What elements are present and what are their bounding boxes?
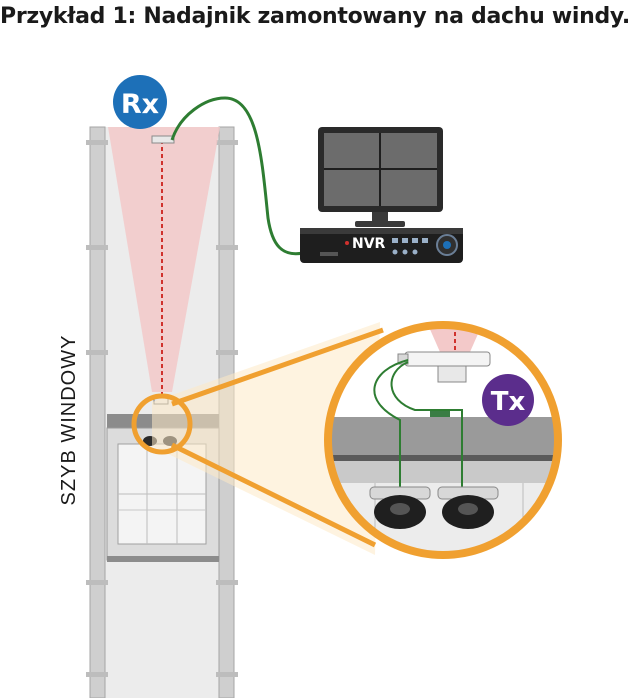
receiver-badge-label: Rx [121,89,159,120]
shaft-label: SZYB WINDOWY [58,335,80,506]
zoom-detail [328,325,558,555]
zoom-ring-large [324,321,562,559]
nvr-label: NVR [352,236,386,252]
laser-receiver-icon [151,135,175,144]
zoom-connector [152,322,380,555]
network-cable [170,96,304,256]
nvr-recorder-icon: NVR [300,228,463,263]
dome-camera-icon [437,486,499,529]
zoom-ring-small [131,393,193,455]
transmitter-badge: Tx [482,374,534,426]
transmitter-badge-label: Tx [491,387,526,417]
monitor-icon [318,127,443,227]
receiver-badge: Rx [113,75,167,129]
laser-beam-cone [108,127,220,392]
diagram-title: Przykład 1: Nadajnik zamontowany na dach… [0,4,630,29]
laser-transmitter-icon [397,351,491,417]
dome-camera-icon [369,486,431,529]
